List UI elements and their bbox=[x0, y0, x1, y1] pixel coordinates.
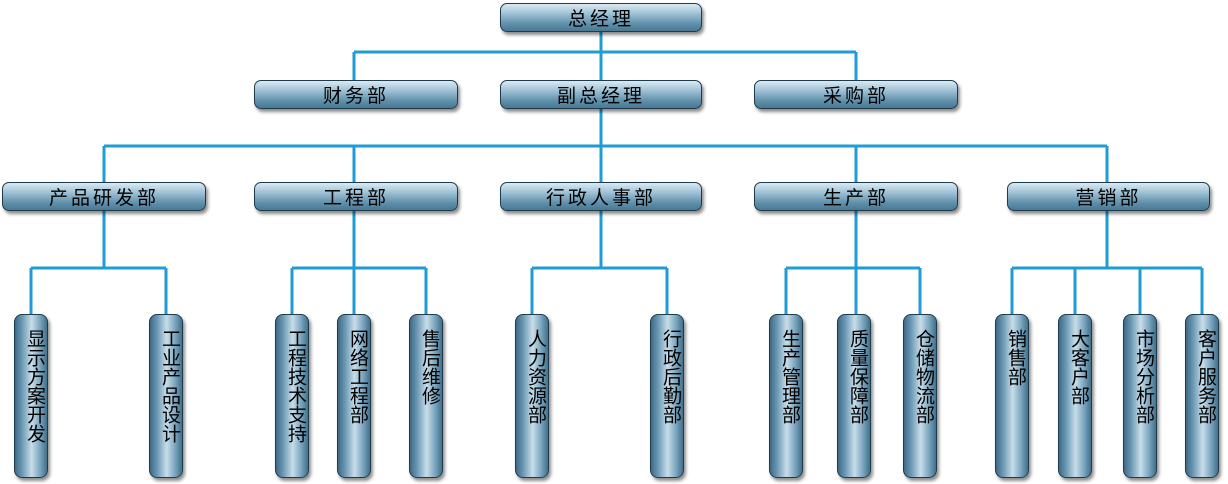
node-label: 副总经理 bbox=[556, 85, 645, 107]
node-label: 网络工程部 bbox=[347, 329, 369, 424]
node-label: 工程技术支持 bbox=[285, 329, 307, 443]
node-vice-general-manager: 副总经理 bbox=[500, 80, 702, 109]
node-rnd: 产品研发部 bbox=[2, 182, 206, 211]
node-label: 生产部 bbox=[822, 187, 889, 209]
node-label: 大客户部 bbox=[1068, 329, 1090, 405]
node-display-solution-dev: 显示方案开发 bbox=[14, 314, 48, 478]
node-industrial-design: 工业产品设计 bbox=[149, 314, 183, 478]
node-label: 市场分析部 bbox=[1133, 329, 1155, 424]
node-engineering: 工程部 bbox=[254, 182, 458, 211]
node-market-analysis: 市场分析部 bbox=[1123, 314, 1157, 478]
node-label: 财务部 bbox=[322, 85, 389, 107]
node-label: 仓储物流部 bbox=[913, 329, 935, 424]
node-admin-hr: 行政人事部 bbox=[500, 182, 702, 211]
node-label: 质量保障部 bbox=[847, 329, 869, 424]
node-label: 工程部 bbox=[322, 187, 389, 209]
node-customer-service: 客户服务部 bbox=[1185, 314, 1219, 478]
node-quality-assurance: 质量保障部 bbox=[837, 314, 871, 478]
node-key-accounts: 大客户部 bbox=[1058, 314, 1092, 478]
node-label: 工业产品设计 bbox=[159, 329, 181, 443]
node-label: 行政后勤部 bbox=[660, 329, 682, 424]
node-production-management: 生产管理部 bbox=[769, 314, 803, 478]
node-label: 售后维修 bbox=[419, 329, 441, 405]
node-label: 采购部 bbox=[822, 85, 889, 107]
node-label: 营销部 bbox=[1075, 187, 1142, 209]
node-label: 客户服务部 bbox=[1195, 329, 1217, 424]
node-label: 销售部 bbox=[1005, 329, 1027, 386]
node-label: 产品研发部 bbox=[48, 187, 159, 209]
node-admin-logistics: 行政后勤部 bbox=[650, 314, 684, 478]
node-network-engineering: 网络工程部 bbox=[337, 314, 371, 478]
node-human-resources: 人力资源部 bbox=[515, 314, 549, 478]
node-label: 行政人事部 bbox=[545, 187, 656, 209]
node-label: 生产管理部 bbox=[779, 329, 801, 424]
node-label: 总经理 bbox=[567, 8, 634, 30]
node-marketing: 营销部 bbox=[1007, 182, 1210, 211]
node-sales: 销售部 bbox=[995, 314, 1029, 478]
node-production: 生产部 bbox=[754, 182, 958, 211]
node-purchasing: 采购部 bbox=[754, 80, 958, 109]
node-after-sales: 售后维修 bbox=[409, 314, 443, 478]
node-general-manager: 总经理 bbox=[500, 3, 702, 32]
node-finance: 财务部 bbox=[254, 80, 458, 109]
node-eng-tech-support: 工程技术支持 bbox=[275, 314, 309, 478]
node-label: 人力资源部 bbox=[525, 329, 547, 424]
node-warehouse-logistics: 仓储物流部 bbox=[903, 314, 937, 478]
node-label: 显示方案开发 bbox=[24, 329, 46, 443]
